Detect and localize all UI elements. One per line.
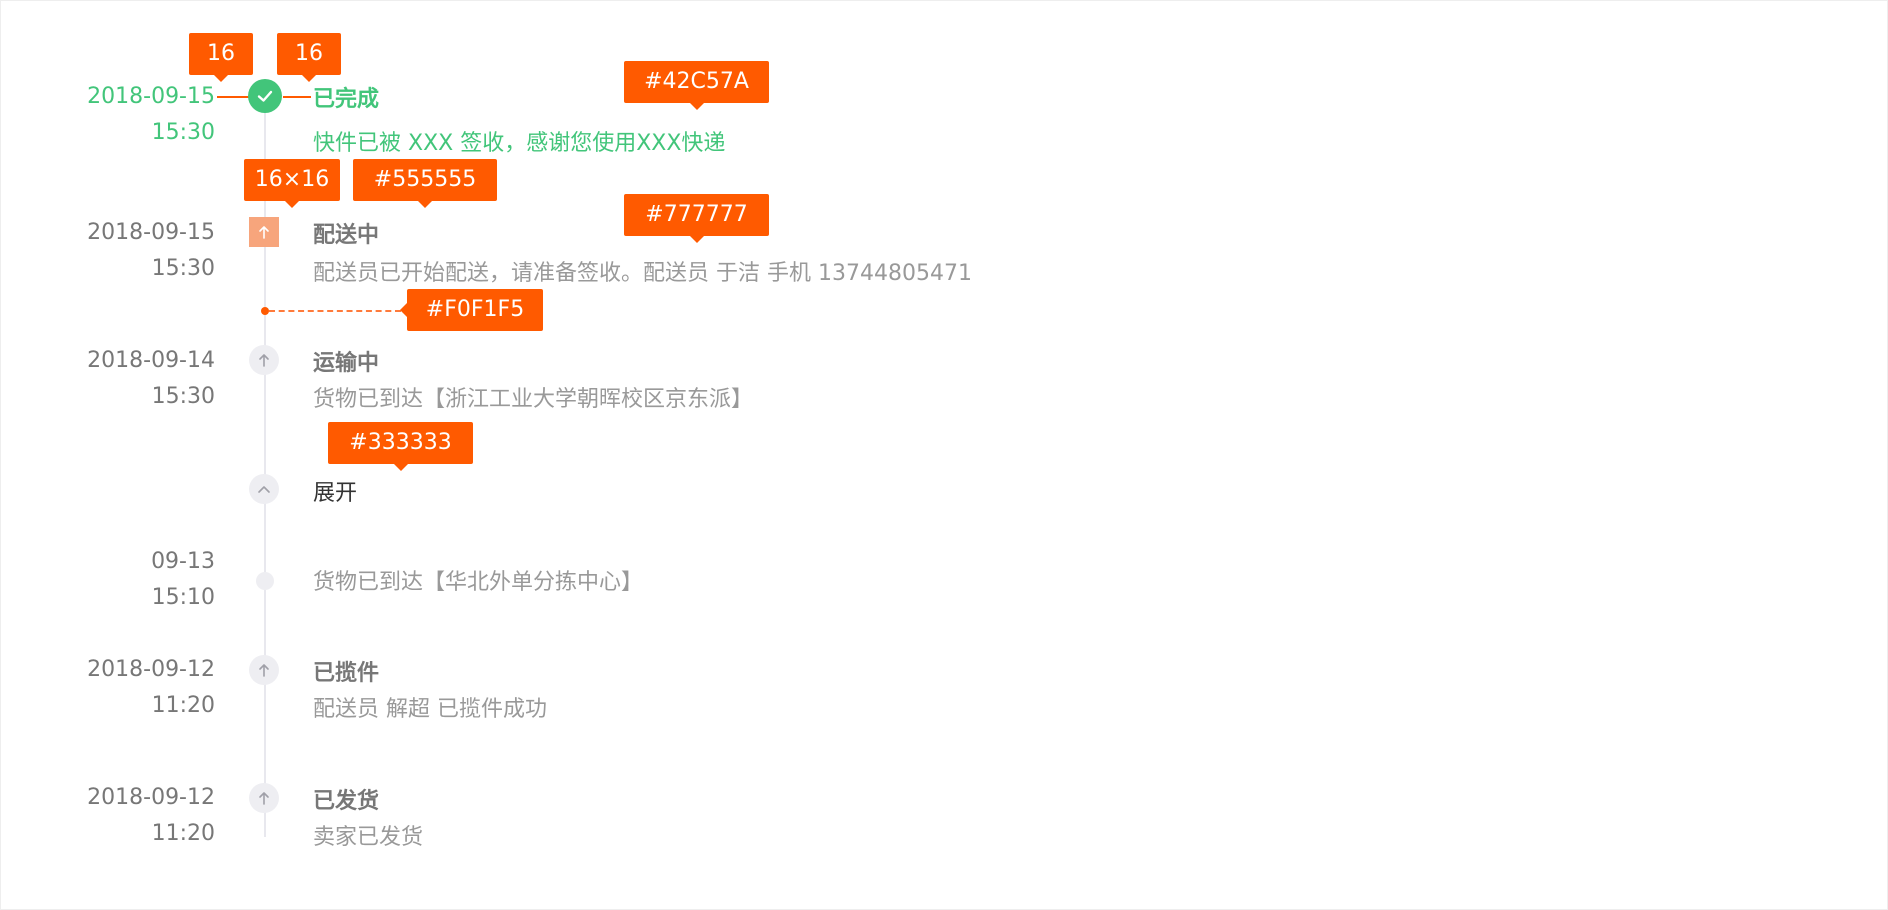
annotation-color-title: #555555 [353,159,497,208]
arrow-up-icon [249,655,279,685]
timeline-title-6: 已揽件 [313,661,380,686]
timeline-desc-2: 配送员已开始配送，请准备签收。配送员 于洁 手机 13744805471 [313,261,972,286]
timeline-title-3: 运输中 [313,351,380,376]
timeline-date-3: 2018-09-14 [87,348,215,373]
timeline-desc-7: 卖家已发货 [313,825,424,850]
timeline-title-7: 已发货 [313,789,380,814]
timeline-title-2: 配送中 [313,223,380,248]
annotation-color-rail: #F0F1F5 [400,289,543,331]
timeline-time-1: 15:30 [151,120,215,145]
annotation-gap-right: 16 [277,33,341,82]
gap-line-right [283,96,311,98]
timeline-rail [264,97,266,837]
arrow-up-icon [249,783,279,813]
timeline-date-5: 09-13 [151,549,215,574]
gap-line-left [217,96,249,98]
timeline-time-3: 15:30 [151,384,215,409]
timeline-desc-6: 配送员 解超 已揽件成功 [313,697,547,722]
timeline-date-6: 2018-09-12 [87,657,215,682]
annotation-icon-size: 16×16 [244,159,340,208]
timeline-title-1: 已完成 [313,87,380,112]
timeline-desc-5: 货物已到达【华北外单分拣中心】 [313,570,644,595]
timeline-desc-3: 货物已到达【浙江工业大学朝晖校区京东派】 [313,387,754,412]
annotation-color-done: #42C57A [624,61,769,110]
arrow-up-icon [249,345,279,375]
timeline-desc-1: 快件已被 XXX 签收，感谢您使用XXX快递 [313,131,726,156]
annotation-color-desc: #777777 [624,194,769,243]
annotation-color-expand: #333333 [328,422,473,471]
annotation-gap-left: 16 [189,33,253,82]
timeline-date-7: 2018-09-12 [87,785,215,810]
arrow-up-icon [249,217,279,247]
timeline-time-6: 11:20 [151,693,215,718]
check-icon [248,79,282,113]
timeline-time-2: 15:30 [151,256,215,281]
chevron-up-icon[interactable] [249,474,279,504]
timeline-time-7: 11:20 [151,821,215,846]
expand-button[interactable]: 展开 [313,481,358,506]
rail-annotation-line [269,310,401,312]
timeline-date-2: 2018-09-15 [87,220,215,245]
timeline-time-5: 15:10 [151,585,215,610]
timeline-dot [256,572,274,590]
timeline-date-1: 2018-09-15 [87,84,215,109]
rail-marker-dot [261,307,269,315]
